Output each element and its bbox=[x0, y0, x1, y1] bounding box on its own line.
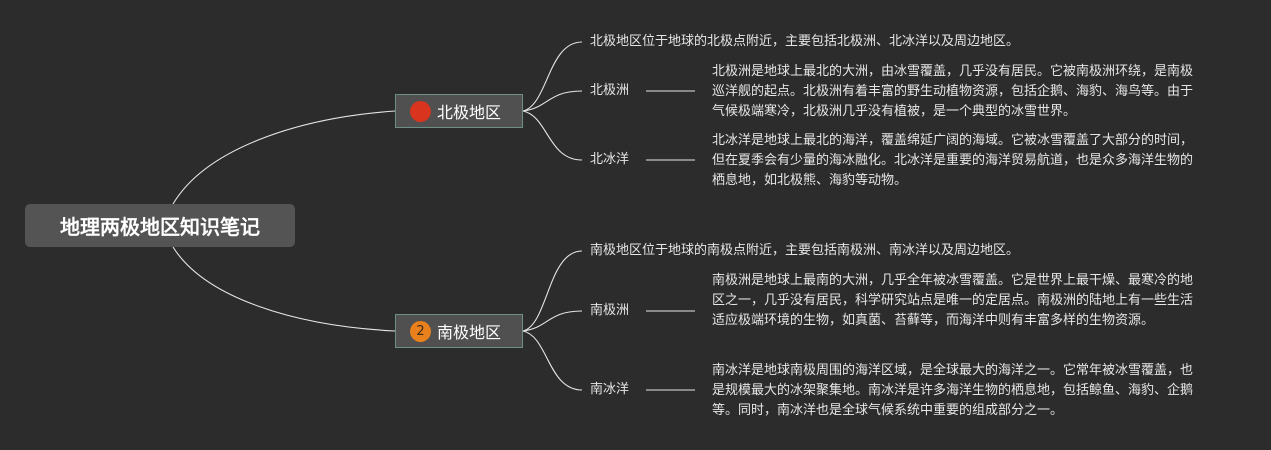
branch-topic-arctic[interactable]: 1 北极地区 bbox=[395, 94, 523, 128]
connector-root-to-south bbox=[172, 246, 396, 332]
branch-topic-title: 北极地区 bbox=[437, 103, 502, 122]
branch-topic-antarctic[interactable]: 2 南极地区 bbox=[395, 314, 523, 348]
connector-south-to-antarctica bbox=[522, 310, 583, 332]
root-topic-title: 地理两极地区知识笔记 bbox=[60, 215, 260, 239]
connector-south-to-southern-ocean bbox=[522, 330, 583, 391]
antarctic-summary[interactable]: 南极地区位于地球的南极点附近，主要包括南极洲、南冰洋以及周边地区。 bbox=[590, 243, 1020, 258]
subtopic-arctic-continent[interactable]: 北极洲 bbox=[590, 83, 630, 98]
connector-root-to-north bbox=[172, 110, 396, 205]
priority-2-badge-icon: 2 bbox=[410, 320, 431, 342]
subtopic-southern-ocean[interactable]: 南冰洋 bbox=[590, 382, 630, 397]
subtopic-arctic-ocean[interactable]: 北冰洋 bbox=[590, 152, 630, 167]
arctic-ocean-description[interactable]: 北冰洋是地球上最北的海洋，覆盖绵延广阔的海域。它被冰雪覆盖了大部分的时间，但在夏… bbox=[712, 133, 1194, 188]
connector-north-to-arctic-continent bbox=[522, 90, 583, 112]
subtopic-antarctica[interactable]: 南极洲 bbox=[590, 303, 630, 318]
branch-topic-title: 南极地区 bbox=[437, 323, 502, 342]
connector-south-to-summary bbox=[522, 250, 583, 332]
antarctica-description[interactable]: 南极洲是地球上最南的大洲，几乎全年被冰雪覆盖。它是世界上最干燥、最寒冷的地区之一… bbox=[712, 273, 1194, 328]
connector-north-to-arctic-ocean bbox=[522, 110, 583, 161]
priority-1-badge-icon: 1 bbox=[410, 100, 431, 122]
southern-ocean-description[interactable]: 南冰洋是地球南极周围的海洋区域，是全球最大的海洋之一。它常年被冰雪覆盖，也是规模… bbox=[712, 363, 1194, 418]
connector-north-to-summary bbox=[522, 41, 583, 112]
arctic-continent-description[interactable]: 北极洲是地球上最北的大洲，由冰雪覆盖，几乎没有居民。它被南极洲环绕，是南极巡洋舰… bbox=[712, 64, 1194, 119]
arctic-summary[interactable]: 北极地区位于地球的北极点附近，主要包括北极洲、北冰洋以及周边地区。 bbox=[590, 34, 1020, 49]
root-topic[interactable]: 地理两极地区知识笔记 bbox=[25, 204, 295, 247]
